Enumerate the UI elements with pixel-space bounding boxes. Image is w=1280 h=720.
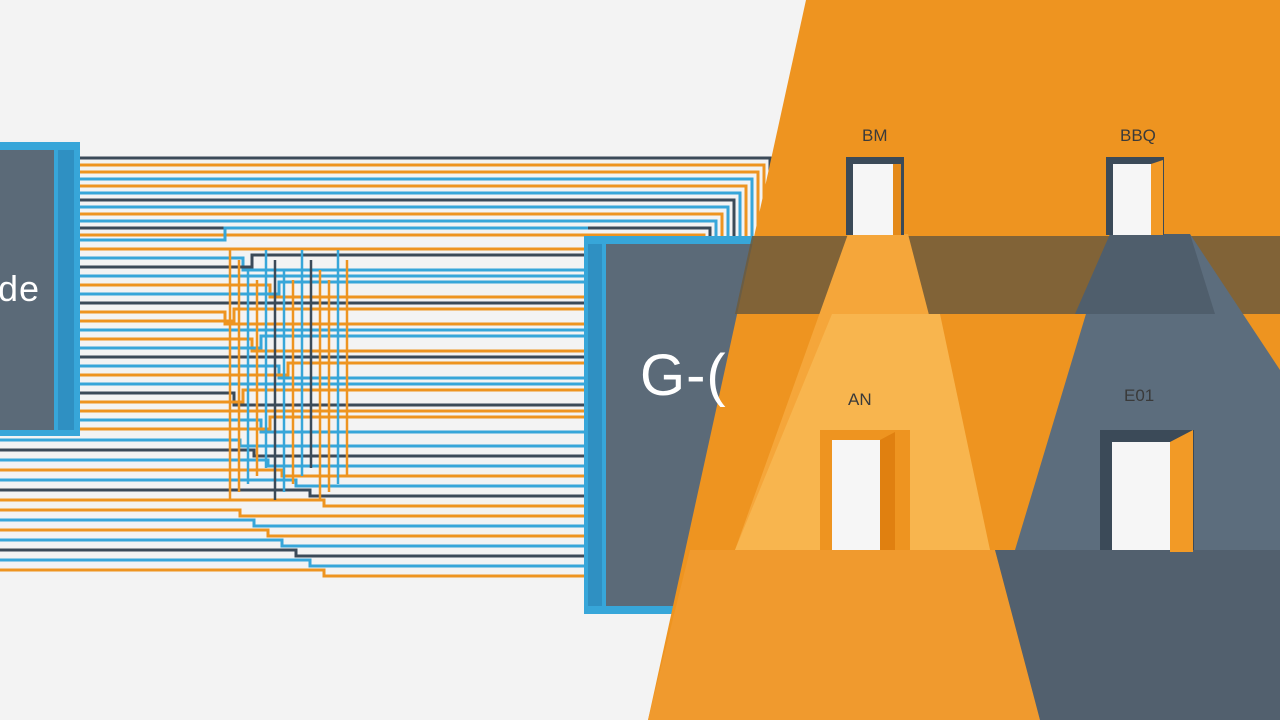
wire xyxy=(80,177,754,236)
wire xyxy=(80,253,588,269)
wire xyxy=(80,226,588,242)
door-e01 xyxy=(1100,430,1194,552)
wire xyxy=(80,337,588,353)
door-label-an: AN xyxy=(848,390,872,409)
wire xyxy=(0,538,588,548)
wire xyxy=(0,568,588,578)
wire xyxy=(80,198,736,236)
wire xyxy=(80,361,588,377)
wire xyxy=(0,498,588,508)
wire xyxy=(0,558,588,568)
light-beam-2-upper xyxy=(1075,234,1215,314)
left-module-label: de xyxy=(0,268,41,309)
wire xyxy=(80,184,748,236)
wire xyxy=(0,478,588,488)
door-label-e01: E01 xyxy=(1124,386,1155,405)
wire xyxy=(80,156,772,236)
wire xyxy=(0,508,588,518)
wire xyxy=(80,283,588,299)
wire xyxy=(80,212,724,236)
wire xyxy=(0,528,588,538)
wiring-bundle xyxy=(0,156,772,578)
wire xyxy=(80,205,730,236)
floor-left xyxy=(648,550,1040,720)
wire xyxy=(0,448,588,458)
wire xyxy=(0,548,588,558)
wire xyxy=(80,280,588,296)
door-bm xyxy=(846,157,904,235)
wire xyxy=(80,364,588,380)
floor-right xyxy=(995,550,1280,720)
right-module-label: G-( xyxy=(640,343,727,408)
door-bbq xyxy=(1106,157,1164,235)
wire xyxy=(0,518,588,528)
wire xyxy=(0,468,588,478)
wire xyxy=(80,391,588,407)
left-module xyxy=(0,142,80,436)
wire xyxy=(80,334,588,350)
wire xyxy=(80,418,588,434)
wire xyxy=(80,256,588,272)
wire xyxy=(80,310,588,326)
door-label-bbq: BBQ xyxy=(1120,126,1156,145)
wire xyxy=(80,219,718,236)
wire xyxy=(0,488,588,498)
wire xyxy=(80,307,588,323)
wire xyxy=(80,233,706,237)
door-an xyxy=(820,430,910,550)
wire xyxy=(80,415,588,431)
wire xyxy=(80,170,760,236)
wire xyxy=(80,388,588,404)
wire xyxy=(80,191,742,236)
wire xyxy=(0,458,588,468)
door-label-bm: BM xyxy=(862,126,888,145)
